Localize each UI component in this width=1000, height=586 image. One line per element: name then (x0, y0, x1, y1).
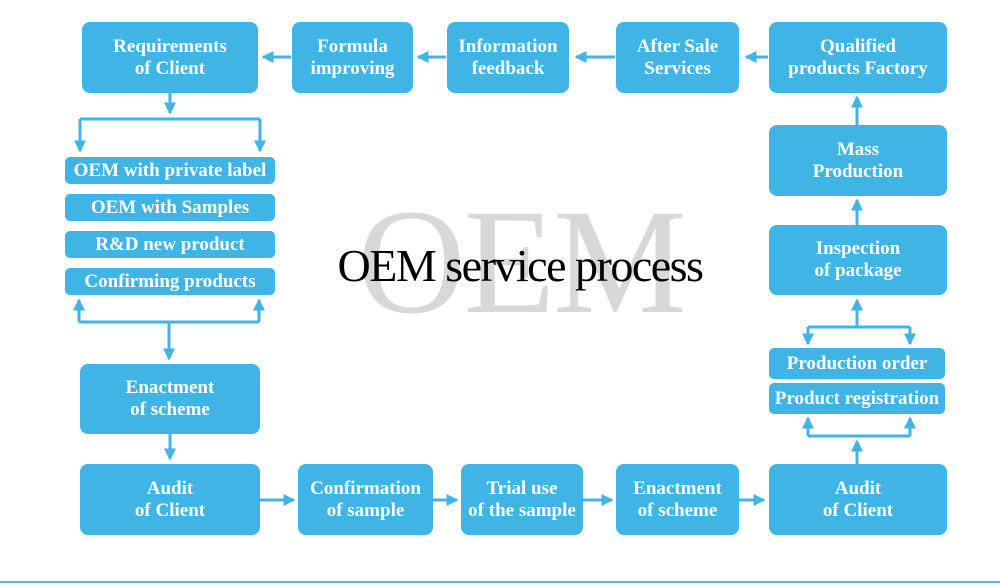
node-label: Audit of Client (134, 477, 206, 521)
node-enactment-of-scheme-bottom: Enactment of scheme (616, 464, 739, 535)
node-audit-of-client-right: Audit of Client (769, 464, 947, 535)
node-label: OEM with Samples (90, 197, 250, 218)
node-confirming-products: Confirming products (65, 268, 275, 295)
node-qualified-products-factory: Qualified products Factory (769, 22, 947, 93)
node-label: Trial use of the sample (468, 477, 576, 521)
node-label: Product registration (774, 388, 940, 409)
node-label: Mass Production (812, 138, 904, 182)
node-after-sale-services: After Sale Services (616, 22, 739, 93)
diagram-title: OEM service process (337, 240, 704, 291)
node-enactment-of-scheme-left: Enactment of scheme (80, 364, 260, 434)
node-label: Enactment of scheme (125, 377, 215, 420)
node-label: Requirements of Client (113, 35, 227, 79)
node-oem-with-samples: OEM with Samples (65, 194, 275, 221)
node-label: Qualified products Factory (788, 35, 928, 79)
node-label: Enactment of scheme (633, 477, 722, 521)
node-confirmation-of-sample: Confirmation of sample (298, 464, 433, 535)
node-label: R&D new product (95, 234, 245, 255)
node-requirements-of-client: Requirements of Client (82, 22, 258, 93)
arrow-audit-to-registration-split (802, 416, 916, 464)
node-inspection-of-package: Inspection of package (769, 225, 947, 295)
node-label: Confirmation of sample (310, 477, 421, 521)
arrow-requirements-split (74, 93, 266, 153)
node-oem-with-private-label: OEM with private label (65, 157, 275, 184)
node-information-feedback: Information feedback (447, 22, 569, 93)
node-mass-production: Mass Production (769, 125, 947, 196)
node-label: Information feedback (458, 35, 558, 79)
watermark-text: OEM (357, 179, 686, 345)
node-rd-new-product: R&D new product (65, 231, 275, 258)
arrow-order-merge-to-inspection (802, 298, 916, 346)
node-product-registration: Product registration (769, 383, 945, 414)
node-label: Confirming products (84, 271, 256, 292)
node-trial-use-of-sample: Trial use of the sample (461, 464, 583, 535)
node-label: OEM with private label (73, 160, 267, 181)
node-production-order: Production order (769, 348, 945, 379)
node-formula-improving: Formula improving (292, 22, 413, 93)
node-label: Inspection of package (814, 238, 902, 281)
node-label: Production order (786, 353, 928, 374)
node-audit-of-client-left: Audit of Client (80, 464, 260, 535)
arrow-options-merge (73, 298, 265, 361)
footer-divider (0, 581, 1000, 583)
node-label: Formula improving (310, 35, 395, 79)
node-label: Audit of Client (822, 477, 894, 521)
node-label: After Sale Services (636, 35, 719, 79)
